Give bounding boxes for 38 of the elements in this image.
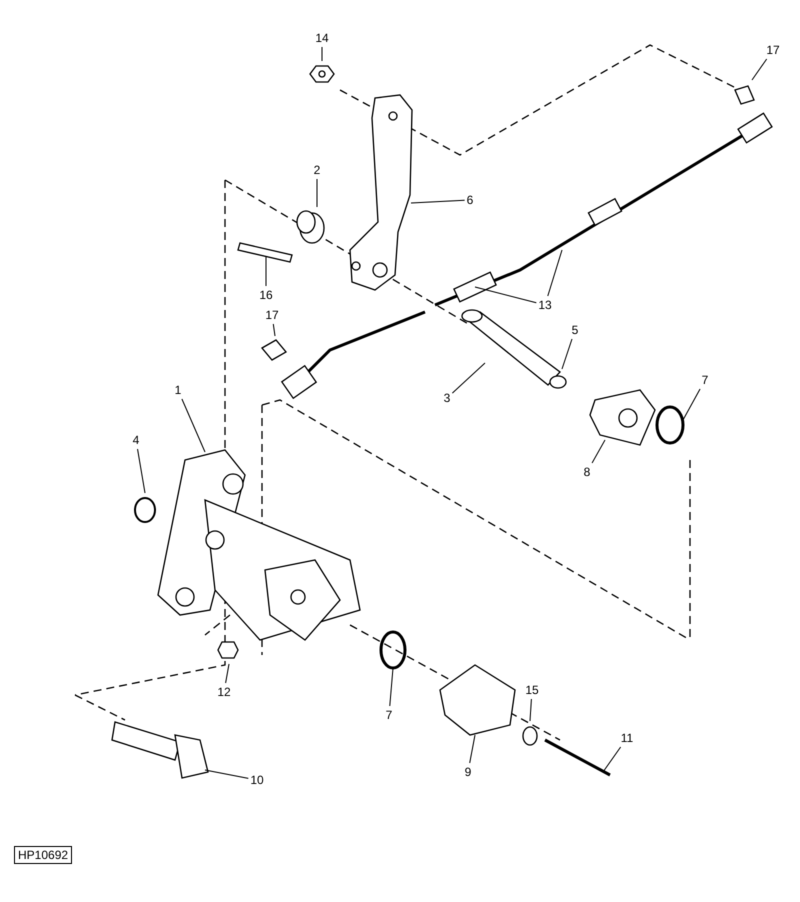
callout-number: 2 — [314, 163, 320, 177]
leader-line — [410, 200, 466, 204]
callout-number: 14 — [315, 31, 329, 45]
leader-line — [530, 698, 532, 722]
callout-number: 16 — [259, 288, 273, 302]
leader-line — [602, 746, 622, 772]
callout-number: 8 — [584, 465, 590, 479]
leader-line — [225, 664, 230, 684]
leader-line — [204, 770, 249, 779]
leader-line — [181, 398, 206, 452]
leader-line — [316, 178, 318, 208]
leader-line — [562, 338, 572, 370]
callout-number: 7 — [386, 708, 392, 722]
callout-number: 17 — [265, 308, 279, 322]
callout-number: 11 — [620, 731, 634, 745]
leader-line — [592, 440, 606, 464]
callout-number: 7 — [702, 373, 708, 387]
leader-line — [474, 286, 537, 304]
leader-line — [547, 250, 562, 296]
callout-number: 9 — [464, 765, 472, 779]
callout-number: 3 — [444, 391, 450, 405]
leader-line — [452, 362, 486, 394]
callout-number: 13 — [538, 298, 552, 312]
leader-line — [389, 668, 394, 706]
leader-line — [469, 734, 476, 764]
leader-line — [752, 58, 768, 80]
leader-line — [272, 324, 276, 336]
callout-number: 5 — [572, 323, 578, 337]
callout-number: 4 — [132, 433, 140, 447]
drawing-number: HP10692 — [14, 846, 72, 864]
callout-number: 15 — [525, 683, 539, 697]
callout-number: 10 — [250, 773, 264, 787]
callout-number: 1 — [174, 383, 182, 397]
callout-number: 12 — [217, 685, 231, 699]
leader-line — [682, 388, 701, 420]
callout-number: 6 — [466, 193, 474, 207]
callout-number: 17 — [766, 43, 780, 57]
leader-line — [137, 448, 146, 494]
